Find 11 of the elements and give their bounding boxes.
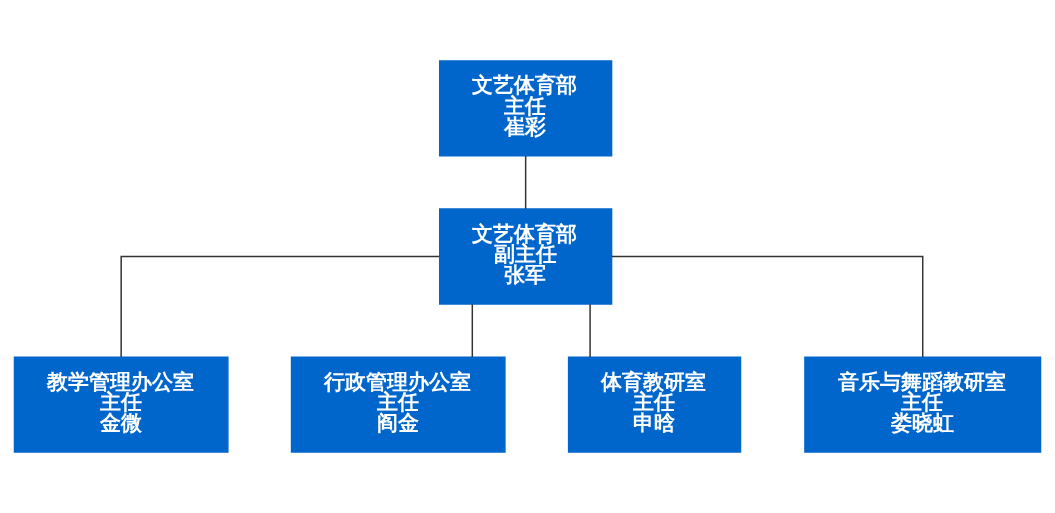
connector [120,255,441,358]
node-box: 教学管理办公室 主任 金微 [13,356,229,453]
node-box: 文艺体育部 副主任 张军 [438,208,613,305]
node-box: 行政管理办公室 主任 阎金 [290,356,506,453]
connector [611,255,924,358]
connector [524,155,527,210]
node-box: 文艺体育部 主任 崔彩 [438,60,613,157]
node-box: 音乐与舞蹈教研室 主任 娄晓虹 [804,356,1042,453]
node-box: 体育教研室 主任 申晗 [567,356,742,453]
connector [471,303,474,358]
connector [589,303,591,358]
